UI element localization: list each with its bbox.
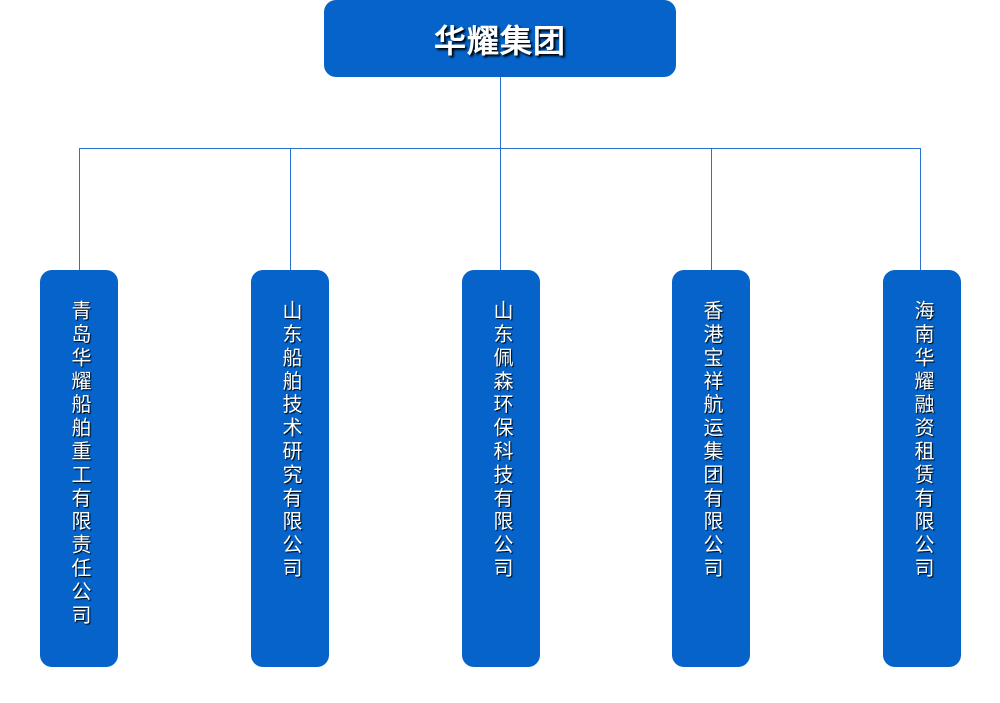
child-node-hongkong-baoxiang: 香港宝祥航运集团有限公司 [672,270,750,667]
child-node-label: 海南华耀融资租赁有限公司 [911,300,935,581]
child-node-label: 山东船舶技术研究有限公司 [279,300,303,581]
child-node-label: 香港宝祥航运集团有限公司 [700,300,724,581]
child-node-qingdao-huayao: 青岛华耀船舶重工有限责任公司 [40,270,118,667]
root-node-huayao-group: 华耀集团 [324,0,676,77]
child-node-shandong-peisen: 山东佩森环保科技有限公司 [462,270,540,667]
connector-child-1 [79,148,80,270]
root-node-label: 华耀集团 [433,21,566,60]
child-node-label: 山东佩森环保科技有限公司 [490,300,514,581]
child-node-label: 青岛华耀船舶重工有限责任公司 [68,300,92,628]
connector-child-4 [711,148,712,270]
connector-child-3 [500,148,501,270]
connector-child-2 [290,148,291,270]
child-node-hainan-huayao: 海南华耀融资租赁有限公司 [883,270,961,667]
connector-root-vertical [500,77,501,149]
child-node-shandong-ship-tech: 山东船舶技术研究有限公司 [251,270,329,667]
connector-child-5 [920,148,921,270]
